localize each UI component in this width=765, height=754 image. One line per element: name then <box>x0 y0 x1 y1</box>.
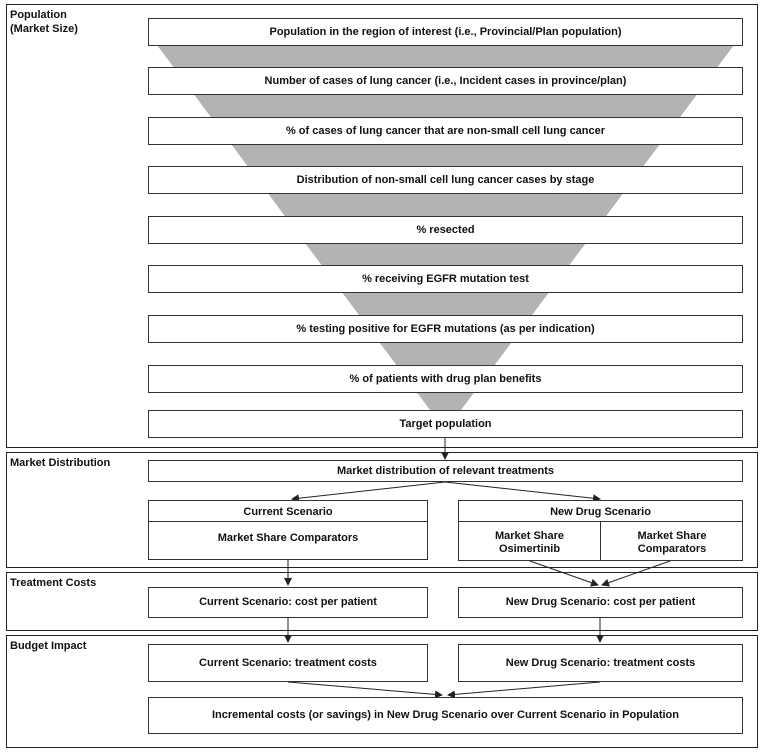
funnel-step-drug-plan-benefits: % of patients with drug plan benefits <box>148 365 743 393</box>
current-treatment-costs: Current Scenario: treatment costs <box>148 644 428 682</box>
arrow-osimertinib-to-cost <box>529 560 599 587</box>
current-market-share-comparators: Market Share Comparators <box>217 532 359 544</box>
treatment-costs-section-label: Treatment Costs <box>10 577 97 589</box>
market-share-osimertinib: Market Share Osimertinib <box>494 530 565 555</box>
market-distribution-section: Market Distribution <box>6 452 758 568</box>
funnel-step-resected: % resected <box>148 216 743 244</box>
population-section: Population (Market Size) <box>6 4 758 448</box>
current-scenario-title: Current Scenario <box>243 506 333 518</box>
market-distribution-section-label: Market Distribution <box>10 457 111 469</box>
new-drug-cost-per-patient: New Drug Scenario: cost per patient <box>458 587 743 618</box>
incremental-costs-box: Incremental costs (or savings) in New Dr… <box>148 697 743 734</box>
current-scenario-box: Current Scenario Market Share Comparator… <box>148 500 428 560</box>
current-cost-per-patient: Current Scenario: cost per patient <box>148 587 428 618</box>
funnel-step-stage-distribution: Distribution of non-small cell lung canc… <box>148 166 743 194</box>
new-drug-scenario-box: New Drug Scenario Market Share Osimertin… <box>458 500 743 561</box>
arrow-comparators-to-cost <box>601 560 671 587</box>
new-drug-scenario-title: New Drug Scenario <box>550 506 651 518</box>
treatment-costs-section: Treatment Costs <box>6 572 758 631</box>
funnel-step-egfr-positive: % testing positive for EGFR mutations (a… <box>148 315 743 343</box>
arrow-new-budget-to-incremental <box>447 681 601 699</box>
population-section-label: Population (Market Size) <box>10 9 78 35</box>
budget-impact-section: Budget Impact <box>6 635 758 748</box>
funnel-step-nsclc: % of cases of lung cancer that are non-s… <box>148 117 743 145</box>
budget-impact-section-label: Budget Impact <box>10 640 87 652</box>
arrow-market-to-new <box>444 481 601 503</box>
market-distribution-box: Market distribution of relevant treatmen… <box>148 460 743 482</box>
funnel-step-target-population: Target population <box>148 410 743 438</box>
funnel-step-population: Population in the region of interest (i.… <box>148 18 743 46</box>
arrow-current-budget-to-incremental <box>287 681 443 699</box>
new-drug-treatment-costs: New Drug Scenario: treatment costs <box>458 644 743 682</box>
funnel-step-egfr-test: % receiving EGFR mutation test <box>148 265 743 293</box>
funnel-step-lung-cancer-cases: Number of cases of lung cancer (i.e., In… <box>148 67 743 95</box>
new-market-share-comparators: Market Share Comparators <box>637 530 707 555</box>
arrow-market-to-current <box>291 481 446 503</box>
